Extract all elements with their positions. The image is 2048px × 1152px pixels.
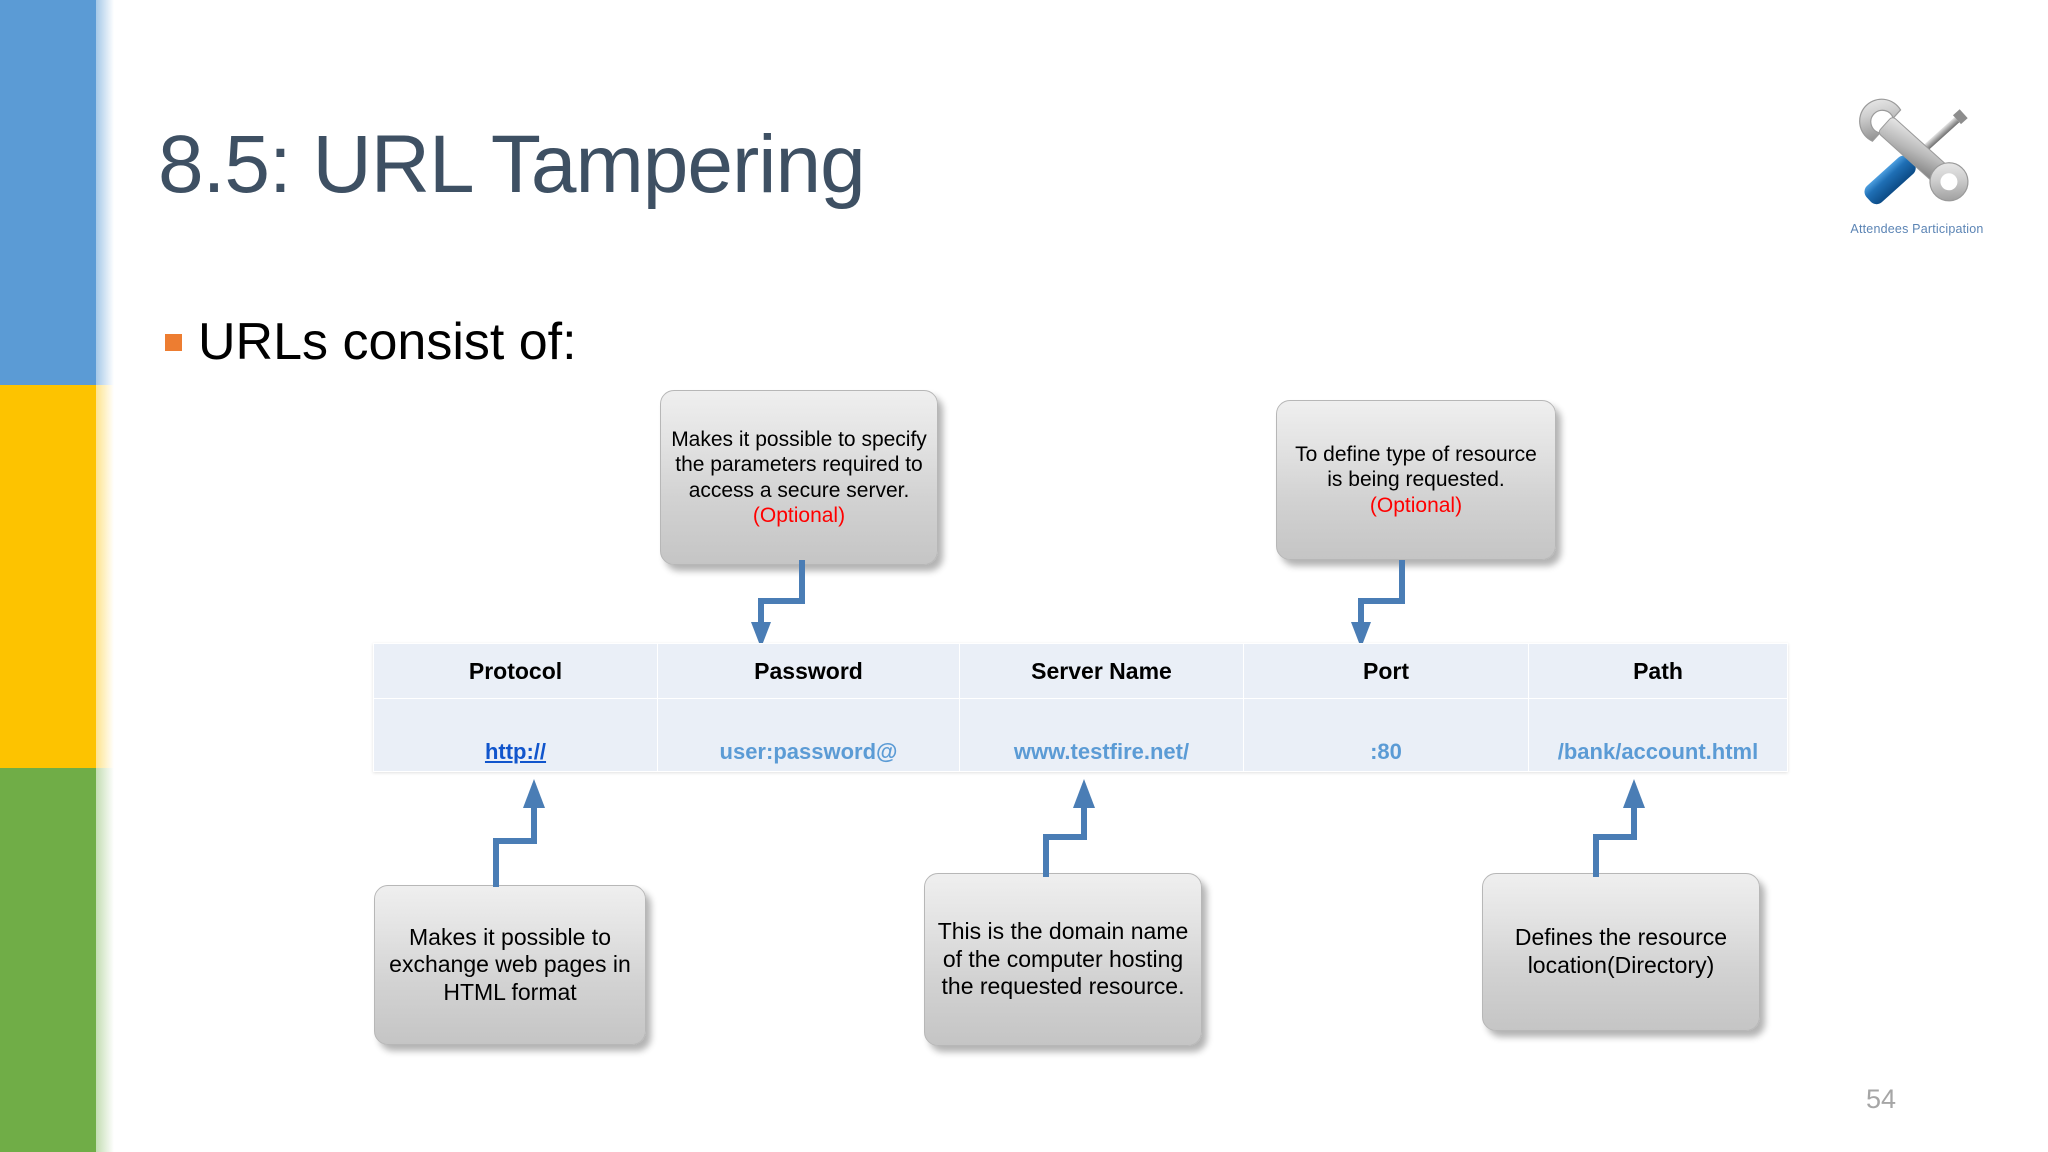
table-value-row: http:// user:password@ www.testfire.net/… bbox=[373, 698, 1788, 772]
table-value-server-name: www.testfire.net/ bbox=[959, 698, 1244, 772]
table-header-server-name: Server Name bbox=[959, 643, 1244, 699]
page-number: 54 bbox=[1866, 1084, 1897, 1114]
page-title: 8.5: URL Tampering bbox=[158, 119, 866, 210]
arrow-protocol-connector bbox=[493, 779, 545, 887]
bullet-square-icon bbox=[165, 333, 182, 351]
bullet-row: URLs consist of: bbox=[165, 312, 577, 372]
callout-path-text: Defines the resource location(Directory) bbox=[1514, 924, 1728, 978]
callout-password-text: Makes it possible to specify the paramet… bbox=[671, 428, 927, 502]
callout-protocol: Makes it possible to exchange web pages … bbox=[374, 885, 646, 1045]
table-header-protocol: Protocol bbox=[373, 643, 658, 699]
url-parts-table: Protocol Password Server Name Port Path … bbox=[373, 643, 1788, 772]
table-value-port: :80 bbox=[1243, 698, 1529, 772]
table-header-row: Protocol Password Server Name Port Path bbox=[373, 643, 1788, 699]
callout-server-name-text: This is the domain name of the computer … bbox=[937, 918, 1189, 1000]
tools-wrench-screwdriver-icon bbox=[1832, 78, 2002, 228]
callout-port: To define type of resource is being requ… bbox=[1276, 400, 1556, 560]
callout-protocol-text: Makes it possible to exchange web pages … bbox=[389, 923, 631, 1005]
callout-password-optional: (Optional) bbox=[752, 503, 846, 527]
arrow-path-connector bbox=[1593, 779, 1645, 877]
logo-caption: Attendees Participation bbox=[1850, 222, 1984, 236]
callout-path: Defines the resource location(Directory) bbox=[1482, 873, 1760, 1031]
callout-password: Makes it possible to specify the paramet… bbox=[660, 390, 938, 565]
arrow-port-connector bbox=[1351, 560, 1405, 648]
band-yellow bbox=[0, 385, 114, 768]
table-header-port: Port bbox=[1243, 643, 1529, 699]
protocol-link-text: http:// bbox=[484, 739, 547, 764]
arrow-server-name-connector bbox=[1043, 779, 1095, 877]
sidebar-color-bands bbox=[0, 0, 114, 1152]
callout-server-name: This is the domain name of the computer … bbox=[924, 873, 1202, 1046]
callout-port-optional: (Optional) bbox=[1369, 493, 1463, 517]
band-green bbox=[0, 768, 114, 1152]
table-header-path: Path bbox=[1528, 643, 1788, 699]
callout-port-text: To define type of resource is being requ… bbox=[1295, 443, 1537, 492]
band-blue bbox=[0, 0, 114, 385]
table-value-path: /bank/account.html bbox=[1528, 698, 1788, 772]
arrow-password-connector bbox=[751, 560, 805, 648]
bullet-label: URLs consist of: bbox=[198, 313, 577, 371]
table-value-password: user:password@ bbox=[657, 698, 960, 772]
table-value-protocol[interactable]: http:// bbox=[373, 698, 658, 772]
table-header-password: Password bbox=[657, 643, 960, 699]
